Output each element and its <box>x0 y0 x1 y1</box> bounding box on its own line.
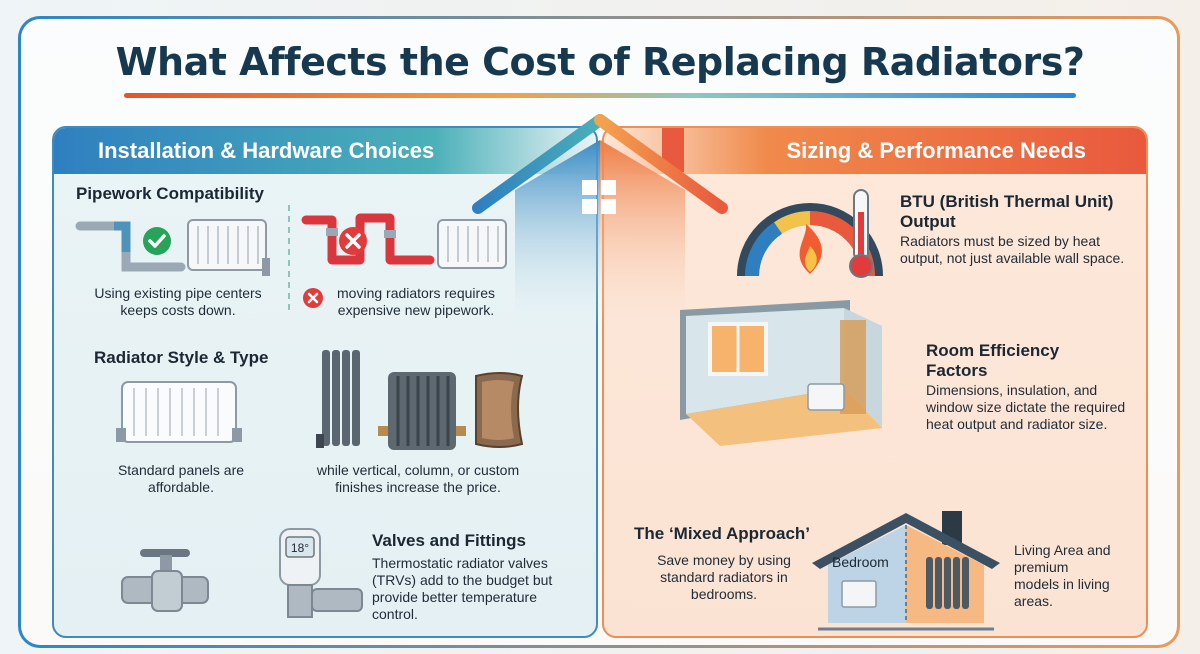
pipework-bad-text: moving radiators requires expensive new … <box>337 285 495 318</box>
valves-title: Valves and Fittings <box>372 531 526 550</box>
pipework-title: Pipework Compatibility <box>76 184 264 203</box>
bedroom-label: Bedroom <box>832 554 889 570</box>
room-title: Room Efficiency Factors <box>926 341 1060 380</box>
title-underline <box>124 93 1076 98</box>
cross-small-icon <box>303 288 323 308</box>
cross-icon <box>339 227 367 255</box>
existing-pipes-icon <box>75 219 270 276</box>
mixed-text: Save money by using standard radiators i… <box>657 552 791 602</box>
valves-text: Thermostatic radiator valves (TRVs) add … <box>372 555 553 622</box>
standard-panel-icon <box>116 381 242 443</box>
style-title: Radiator Style & Type <box>94 348 269 367</box>
split-house-icon <box>812 511 1000 631</box>
page-title: What Affects the Cost of Replacing Radia… <box>115 40 1085 84</box>
premium-radiators-icon <box>316 350 524 450</box>
pipework-good-text: Using existing pipe centers keeps costs … <box>94 285 262 318</box>
sizing-heading: Sizing & Performance Needs <box>604 128 1146 174</box>
check-icon <box>143 227 171 255</box>
room-icon <box>680 300 882 446</box>
moved-pipes-icon <box>301 213 507 269</box>
thermostat-gauge-icon <box>737 189 883 278</box>
btu-text: Radiators must be sized by heat output, … <box>900 233 1125 266</box>
valve-icon <box>121 549 209 612</box>
installation-heading: Installation & Hardware Choices <box>54 128 596 174</box>
trv-icon: 18° <box>279 528 363 618</box>
style-premium-text: while vertical, column, or custom finish… <box>316 462 520 495</box>
style-standard-text: Standard panels are affordable. <box>117 462 245 495</box>
mixed-title: The ‘Mixed Approach’ <box>634 524 811 543</box>
room-text: Dimensions, insulation, and window size … <box>926 382 1126 432</box>
btu-title: BTU (British Thermal Unit) Output <box>900 192 1114 231</box>
trv-display: 18° <box>291 541 309 555</box>
living-text: Living Area and premium models in living… <box>1014 542 1111 609</box>
divider-dashed <box>288 205 290 315</box>
